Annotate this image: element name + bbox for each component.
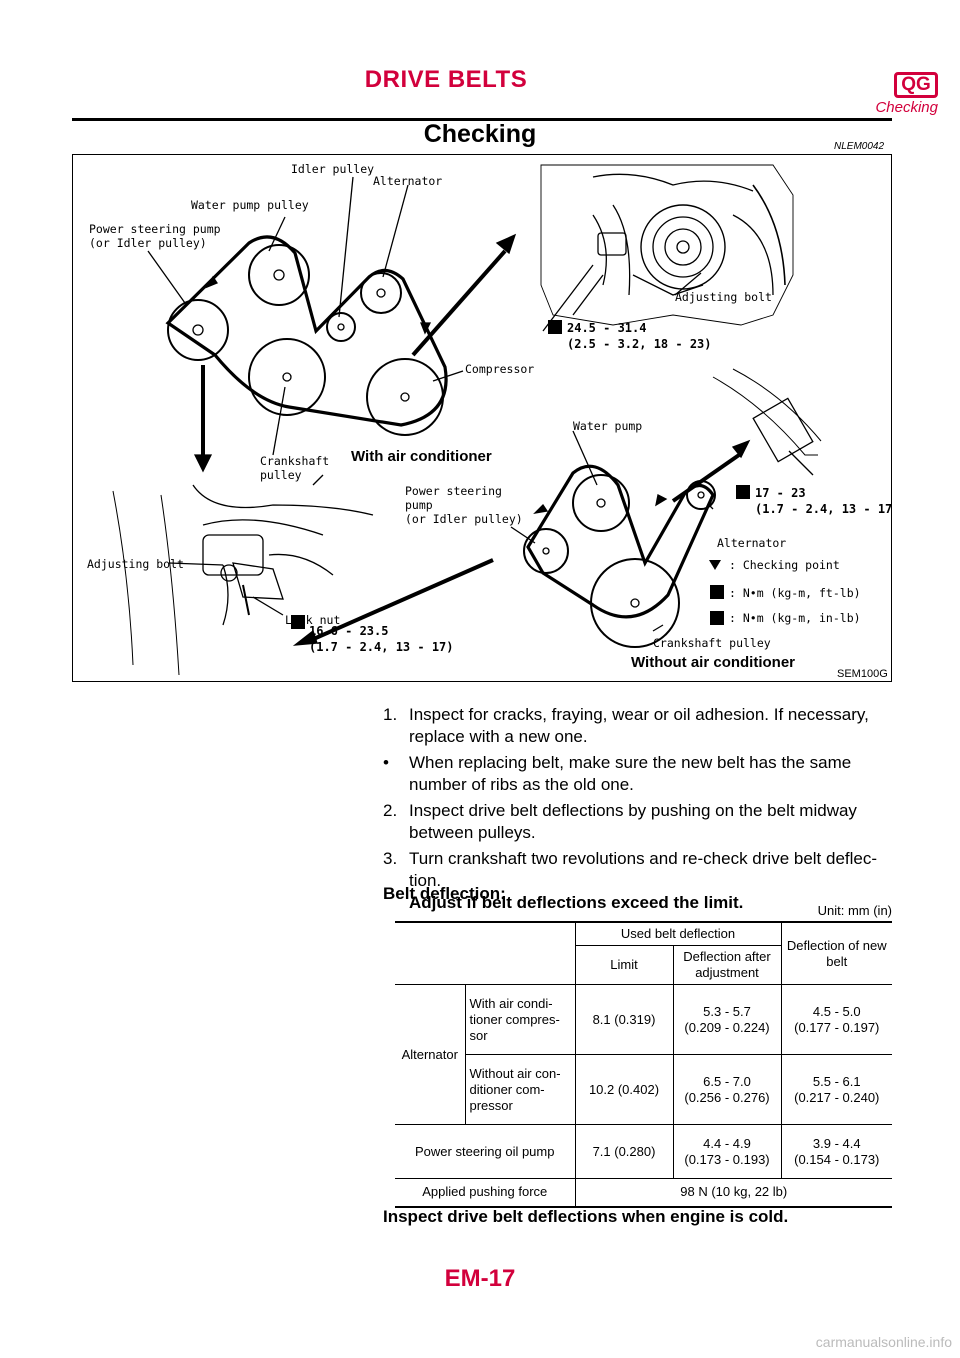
label-adjusting-bolt-left: Adjusting bolt xyxy=(87,557,184,571)
cell-with-ac: With air condi- tioner compres- sor xyxy=(464,984,575,1055)
label-ps-lower-line3: (or Idler pulley) xyxy=(405,512,523,526)
label-idler-pulley: Idler pulley xyxy=(291,162,374,176)
cell-with-ac-limit: 8.1 (0.319) xyxy=(574,984,673,1055)
spec-top-line1: 24.5 - 31.4 xyxy=(567,321,646,335)
step-3-number: 3. xyxy=(383,849,398,868)
legend-checking-point: : Checking point xyxy=(729,558,840,572)
bullet-text: When replacing belt, make sure the new b… xyxy=(409,753,852,794)
cell-ps-limit: 7.1 (0.280) xyxy=(574,1124,673,1179)
label-water-pump-pulley: Water pump pulley xyxy=(191,198,309,212)
page-number: EM-17 xyxy=(444,1265,516,1292)
spec-mid-line1: 17 - 23 xyxy=(755,486,806,500)
spec-top-line2: (2.5 - 3.2, 18 - 23) xyxy=(567,337,712,351)
header-new-belt: Deflection of new belt xyxy=(780,921,892,985)
spec-bottom-line2: (1.7 - 2.4, 13 - 17) xyxy=(309,640,454,654)
cell-with-ac-new: 4.5 - 5.0(0.177 - 0.197) xyxy=(780,984,892,1055)
figure-code: SEM100G xyxy=(837,668,888,680)
step-2-number: 2. xyxy=(383,801,398,820)
step-2-text: Inspect drive belt deflections by pushin… xyxy=(409,801,857,842)
cell-ps-after: 4.4 - 4.9(0.173 - 0.193) xyxy=(672,1124,781,1179)
step-3: 3. Turn crankshaft two revolutions and r… xyxy=(383,848,893,914)
table-row: Applied pushing force 98 N (10 kg, 22 lb… xyxy=(395,1178,892,1208)
belt-deflection-table: Used belt deflection Deflection of new b… xyxy=(395,921,892,1208)
table-corner xyxy=(395,921,575,985)
inspection-steps: 1. Inspect for cracks, fraying, wear or … xyxy=(383,704,893,918)
cell-without-ac-after: 6.5 - 7.0(0.256 - 0.276) xyxy=(672,1054,781,1125)
cell-with-ac-after: 5.3 - 5.7(0.209 - 0.224) xyxy=(672,984,781,1055)
engine-code-badge: QG xyxy=(894,72,938,98)
cell-ps-pump: Power steering oil pump xyxy=(395,1124,575,1179)
unit-label: Unit: mm (in) xyxy=(817,903,892,918)
label-ps-lower-line2: pump xyxy=(405,498,433,512)
step-3-text: Turn crankshaft two revolutions and re-c… xyxy=(409,849,878,890)
belt-deflection-title: Belt deflection: xyxy=(383,884,506,903)
header-rule xyxy=(72,118,892,121)
label-alternator-top: Alternator xyxy=(373,174,442,188)
cell-without-ac-new: 5.5 - 6.1(0.217 - 0.240) xyxy=(780,1054,892,1125)
section-code: NLEM0042 xyxy=(834,141,885,152)
table-subheader-row: Limit Deflection after adjustment xyxy=(395,945,892,985)
table-row: Power steering oil pump 7.1 (0.280) 4.4 … xyxy=(395,1124,892,1179)
table-row: Without air con- ditioner com- pressor 1… xyxy=(395,1054,892,1125)
label-ps-lower-line1: Power steering xyxy=(405,484,502,498)
cell-force-value: 98 N (10 kg, 22 lb) xyxy=(574,1178,892,1208)
label-ps-pump-line2: (or Idler pulley) xyxy=(89,236,207,250)
legend-ft-lb: : N•m (kg-m, ft-lb) xyxy=(729,586,861,600)
header-subtitle: Checking xyxy=(875,99,938,116)
spec-bottom-line1: 16.6 - 23.5 xyxy=(309,624,388,638)
header-limit: Limit xyxy=(574,945,673,985)
label-crankshaft-line1: Crankshaft xyxy=(260,454,329,468)
belt-diagram-figure: Idler pulley Alternator Water pump pulle… xyxy=(72,154,893,682)
cell-without-ac-limit: 10.2 (0.402) xyxy=(574,1054,673,1125)
step-3-bold-note: Adjust if belt deflections exceed the li… xyxy=(409,893,744,912)
header-after-adjust: Deflection after adjustment xyxy=(672,945,781,985)
label-crankshaft-lower: Crankshaft pulley xyxy=(653,636,771,650)
cell-without-ac: Without air con- ditioner com- pressor xyxy=(464,1054,575,1125)
cell-force-label: Applied pushing force xyxy=(395,1178,575,1208)
step-1-number: 1. xyxy=(383,705,398,724)
label-compressor: Compressor xyxy=(465,362,534,376)
table-row: Alternator With air condi- tioner compre… xyxy=(395,984,892,1125)
table-header-row: Used belt deflection Deflection of new b… xyxy=(395,921,892,985)
section-title: Checking xyxy=(423,120,537,148)
bullet-note: • When replacing belt, make sure the new… xyxy=(383,752,893,796)
bullet-symbol: • xyxy=(383,753,389,772)
step-1-text: Inspect for cracks, fraying, wear or oil… xyxy=(409,705,869,746)
step-1: 1. Inspect for cracks, fraying, wear or … xyxy=(383,704,893,748)
spec-mid-line2: (1.7 - 2.4, 13 - 17) xyxy=(755,502,893,516)
cell-ps-new: 3.9 - 4.4(0.154 - 0.173) xyxy=(780,1124,892,1179)
header-title: DRIVE BELTS xyxy=(364,66,528,93)
label-water-pump: Water pump xyxy=(573,419,642,433)
belt-diagram: Idler pulley Alternator Water pump pulle… xyxy=(87,162,893,680)
watermark: carmanualsonline.info xyxy=(815,1334,952,1350)
legend-in-lb: : N•m (kg-m, in-lb) xyxy=(729,611,861,625)
label-crankshaft-line2: pulley xyxy=(260,468,302,482)
label-without-air-conditioner: Without air conditioner xyxy=(631,654,795,671)
header-used-belt: Used belt deflection xyxy=(574,921,781,946)
cell-alternator: Alternator xyxy=(395,984,465,1125)
step-2: 2. Inspect drive belt deflections by pus… xyxy=(383,800,893,844)
label-adjusting-bolt-top: Adjusting bolt xyxy=(675,290,772,304)
label-with-air-conditioner: With air conditioner xyxy=(351,448,492,465)
final-note: Inspect drive belt deflections when engi… xyxy=(383,1207,789,1226)
label-lock-nut: Lock nut xyxy=(285,613,340,627)
label-alternator-lower: Alternator xyxy=(717,536,786,550)
label-ps-pump-line1: Power steering pump xyxy=(89,222,221,236)
